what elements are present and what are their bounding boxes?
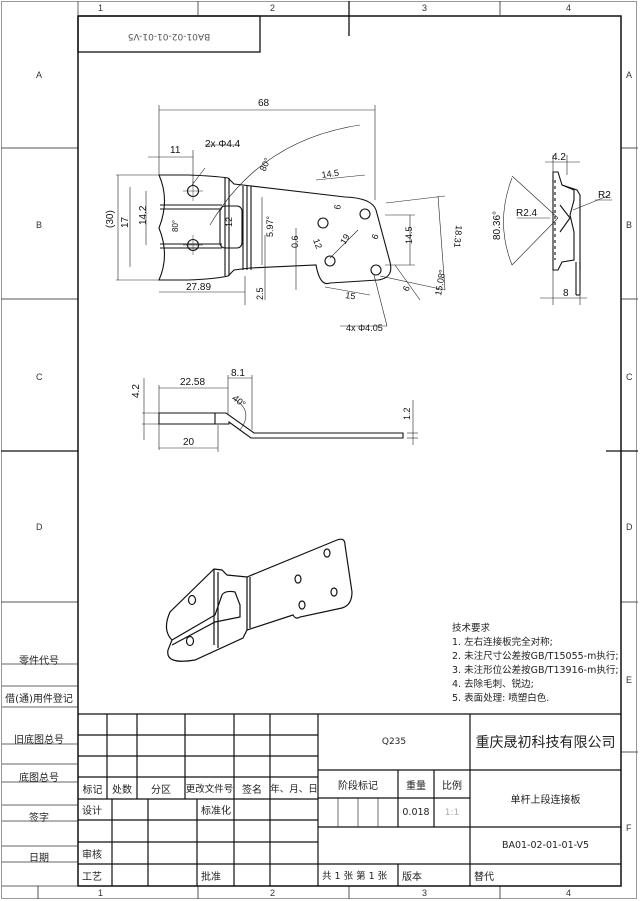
svg-text:4.2: 4.2	[552, 152, 566, 163]
svg-text:5.97°: 5.97°	[265, 215, 275, 237]
label-review: 审核	[82, 849, 102, 861]
material-value: Q235	[381, 737, 407, 747]
side-view-dimensions: 4.2 R2 R2.4 80.36° 8	[492, 152, 611, 299]
svg-text:2x Φ4.4: 2x Φ4.4	[205, 139, 241, 150]
company-name: 重庆晟初科技有限公司	[475, 735, 616, 751]
svg-text:0.6: 0.6	[290, 235, 300, 248]
svg-text:19: 19	[338, 232, 352, 246]
zone-row-a-right: A	[626, 70, 633, 80]
svg-text:R2: R2	[598, 190, 611, 201]
zone-row-c-right: C	[626, 372, 633, 382]
svg-text:14.5: 14.5	[321, 168, 340, 180]
tech-req-item: 3. 未注形位公差按GB/T13916-m执行;	[452, 665, 619, 676]
svg-text:22.58: 22.58	[180, 377, 205, 388]
svg-text:6: 6	[369, 233, 380, 241]
register-date: 日期	[29, 853, 49, 864]
zone-col-3-bottom: 3	[422, 888, 428, 898]
register-base-number: 底图总号	[19, 773, 59, 784]
svg-text:68: 68	[258, 98, 270, 109]
zone-row-d-right: D	[626, 522, 633, 532]
header-count: 处数	[112, 784, 132, 796]
svg-text:2.5: 2.5	[255, 287, 265, 300]
technical-requirements: 技术要求 1. 左右连接板完全对称; 2. 未注尺寸公差按GB/T15055-m…	[452, 622, 619, 706]
svg-text:15.08°: 15.08°	[433, 268, 447, 296]
label-design: 设计	[82, 806, 102, 817]
svg-text:8: 8	[563, 288, 569, 299]
replace-label: 替代	[474, 871, 494, 883]
svg-text:12: 12	[224, 217, 234, 227]
svg-text:27.89: 27.89	[186, 282, 211, 293]
header-date: 年、月、日	[270, 784, 318, 795]
svg-text:8.1: 8.1	[231, 368, 245, 379]
zone-col-3-top: 3	[422, 3, 428, 13]
svg-text:6: 6	[332, 204, 343, 211]
svg-text:17: 17	[120, 216, 131, 228]
register-signature: 签字	[29, 813, 49, 824]
zone-col-2-top: 2	[270, 3, 276, 13]
svg-text:14.5: 14.5	[404, 226, 414, 244]
isometric-view	[165, 538, 353, 662]
svg-text:80°: 80°	[258, 156, 273, 173]
svg-text:4.2: 4.2	[131, 384, 142, 398]
tech-req-title: 技术要求	[452, 623, 491, 634]
version-label: 版本	[402, 871, 422, 883]
header-mark: 标记	[82, 784, 103, 796]
front-view-dimensions: 68 11 2x Φ4.4 (30) 17 14.2 80° 12 80° 5.…	[105, 98, 464, 333]
svg-text:6: 6	[401, 284, 412, 293]
svg-text:80°: 80°	[171, 220, 180, 232]
svg-text:80.36°: 80.36°	[492, 211, 503, 240]
title-block-grid	[78, 713, 621, 886]
tech-req-item: 1. 左右连接板完全对称;	[452, 637, 553, 648]
zone-row-c-left: C	[36, 372, 43, 382]
weight-label: 重量	[406, 780, 426, 792]
zone-row-a-left: A	[36, 70, 43, 80]
stage-mark-label: 阶段标记	[338, 780, 378, 792]
drawing-number: BA01-02-01-01-V5	[501, 840, 590, 851]
register-part-code: 零件代号	[19, 656, 59, 667]
zone-col-1-bottom: 1	[98, 888, 104, 898]
part-name: 单杆上段连接板	[510, 795, 581, 806]
label-approval: 批准	[201, 871, 221, 883]
mirrored-drawing-code: BA01-02-01-01-V5	[127, 31, 211, 41]
side-view	[552, 171, 581, 296]
svg-text:1.2: 1.2	[402, 407, 412, 420]
zone-row-f-right: F	[626, 823, 632, 833]
zone-col-4-bottom: 4	[566, 888, 572, 898]
svg-text:20: 20	[183, 437, 195, 448]
front-view	[158, 174, 392, 285]
zone-col-4-top: 4	[566, 3, 572, 13]
svg-text:40°: 40°	[231, 393, 248, 410]
top-view	[158, 412, 404, 439]
zone-col-1-top: 1	[98, 3, 104, 13]
zone-row-b-right: B	[626, 220, 633, 230]
register-old-base-number: 旧底图总号	[14, 735, 64, 746]
sheet-count: 共 1 张 第 1 张	[322, 871, 388, 882]
svg-text:18.31: 18.31	[452, 225, 464, 248]
header-change-doc: 更改文件号	[185, 784, 234, 795]
tech-req-item: 2. 未注尺寸公差按GB/T15055-m执行;	[452, 651, 619, 662]
top-view-dimensions: 4.2 22.58 8.1 40° 1.2 20	[131, 368, 412, 448]
header-zone: 分区	[151, 784, 171, 796]
label-standardization: 标准化	[201, 806, 231, 817]
header-signature: 签名	[242, 784, 262, 796]
svg-text:11: 11	[170, 145, 181, 156]
weight-value: 0.018	[402, 807, 430, 818]
svg-text:15: 15	[345, 290, 356, 301]
zone-row-b-left: B	[36, 220, 43, 230]
zone-row-e-right: E	[626, 675, 633, 685]
svg-text:R2.4: R2.4	[516, 208, 538, 219]
svg-text:12: 12	[311, 237, 324, 250]
register-borrowed-parts: 借(通)用件登记	[5, 694, 73, 705]
svg-text:14.2: 14.2	[138, 205, 149, 225]
scale-label: 比例	[442, 780, 462, 792]
tech-req-item: 4. 去除毛刺、锐边;	[452, 679, 534, 690]
scale-value: 1:1	[444, 807, 460, 818]
svg-text:(30): (30)	[105, 210, 116, 228]
zone-row-d-left: D	[36, 522, 43, 532]
zone-col-2-bottom: 2	[270, 888, 276, 898]
svg-text:4x Φ4.05: 4x Φ4.05	[346, 323, 383, 333]
tech-req-item: 5. 表面处理: 喷塑白色.	[452, 693, 550, 704]
label-process: 工艺	[82, 871, 102, 883]
